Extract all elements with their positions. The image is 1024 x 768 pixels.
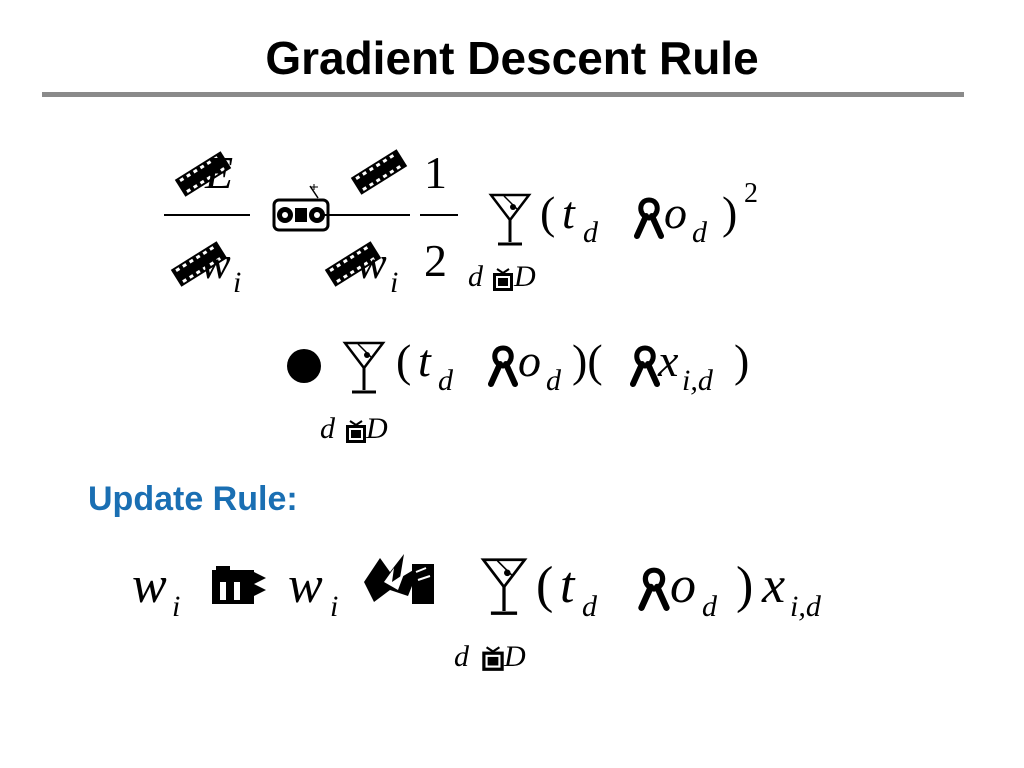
eq3-sub-id: i,d [790,590,821,623]
eq2-sub-id: i,d [682,364,713,397]
film-strip-icon [174,151,232,197]
eq3-sub-d: d [582,590,597,623]
update-rule-heading: Update Rule: [88,480,298,518]
eq1-sub-d: d [583,216,598,249]
eq1-sum-set-D: D [514,260,536,293]
eq3-index-i-2: i [330,590,339,623]
folder-icon [212,566,266,604]
ribbon-icon [630,345,660,387]
gift-icon [346,420,366,443]
eq2-close-paren: ) [734,335,750,386]
eq1-fraction-bar-3 [420,214,458,216]
martini-glass-icon [488,193,532,246]
eq2-mid-parens: )( [572,335,603,386]
gift-icon [482,646,504,671]
eq1-sub-d-2: d [692,216,707,249]
eq1-close-paren: ) [722,187,738,238]
eq2-target-t: t [418,335,431,386]
eq1-exponent-2: 2 [744,178,758,209]
eq1-target-t: t [562,187,575,238]
eq2-sub-d: d [438,364,453,397]
eq2-sum-index-d: d [320,412,335,445]
eq1-fraction-bar-2 [322,214,410,216]
eq3-close-paren: ) [736,557,754,614]
eq3-input-x: x [762,557,786,614]
bullet-dot [287,349,321,383]
eq1-sum-index-d: d [468,260,483,293]
film-strip-icon [350,149,408,195]
eq1-open-paren: ( [540,187,556,238]
ribbon-icon [634,197,664,239]
eq1-denominator-two: 2 [424,235,447,286]
martini-glass-icon [342,341,386,394]
eq3-index-i: i [172,590,181,623]
eq2-open-paren: ( [396,335,412,386]
eq1-numerator-one: 1 [424,147,447,198]
title-divider [42,92,964,97]
boombox-icon [272,184,330,232]
eq3-output-o: o [670,557,696,614]
eq3-weight-w: w [132,557,167,614]
eq3-sum-set-D: D [504,640,526,673]
slide-title: Gradient Descent Rule [265,32,759,84]
eq3-open-paren: ( [536,557,554,614]
eq1-energy-E: E [205,147,234,198]
martini-glass-icon [480,558,528,615]
eq2-sub-d-2: d [546,364,561,397]
eq2-output-o: o [518,335,541,386]
lightning-burst-icon [364,554,434,604]
eq1-fraction-bar-1 [164,214,250,216]
gift-icon [493,268,513,291]
eq1-weight-w-2: w [356,237,387,288]
eq1-output-o: o [664,187,687,238]
film-strip-icon [170,241,228,287]
eq1-weight-w: w [200,237,231,288]
eq2-sum-set-D: D [366,412,388,445]
eq3-sum-index-d: d [454,640,469,673]
film-strip-icon [324,241,382,287]
eq2-input-x: x [658,335,679,386]
eq1-index-i: i [233,266,242,299]
eq3-weight-w-2: w [288,557,323,614]
eq1-index-i-2: i [390,266,399,299]
ribbon-icon [638,567,670,611]
ribbon-icon [488,345,518,387]
eq3-sub-d-2: d [702,590,717,623]
eq3-target-t: t [560,557,575,614]
